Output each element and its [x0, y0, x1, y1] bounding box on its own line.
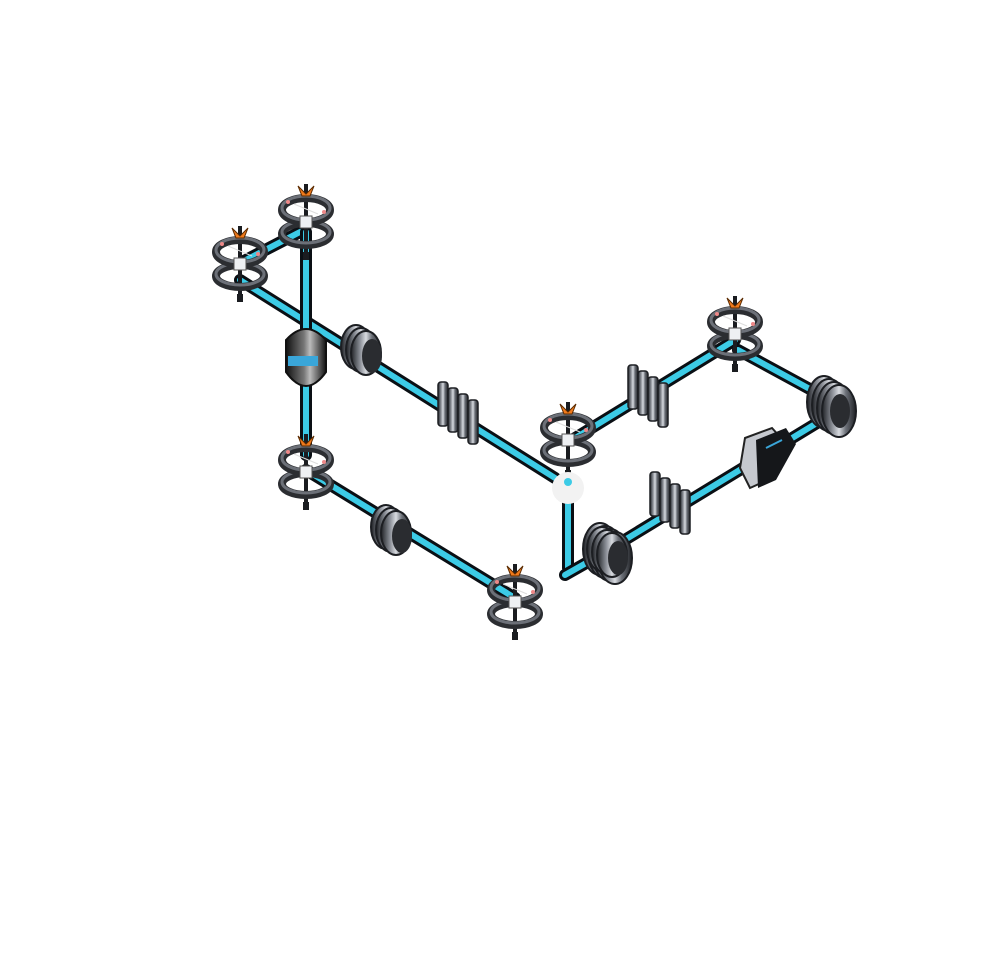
beam-segment — [594, 406, 841, 561]
expander-icon — [649, 471, 691, 535]
bending-mirror-icon — [212, 226, 268, 302]
junction-highlight — [552, 472, 584, 504]
expander-icon — [437, 381, 479, 445]
nozzle-icon — [738, 426, 796, 490]
lens-icon — [806, 375, 857, 438]
lens-icon — [370, 504, 412, 556]
lens-icon — [586, 526, 628, 578]
bending-mirror-icon — [278, 184, 334, 260]
beam-port-icon — [564, 478, 572, 486]
bending-mirror-icon — [540, 402, 596, 478]
beam-segment — [234, 274, 561, 484]
bending-mirror-icon — [487, 564, 543, 640]
optical-components — [212, 184, 857, 640]
laser-head-icon — [285, 328, 327, 387]
beam-paths — [234, 226, 841, 604]
lens-icon — [340, 324, 382, 376]
beam-segment — [236, 226, 306, 268]
bending-mirror-icon — [278, 434, 334, 510]
bending-mirror-icon — [707, 296, 763, 372]
expander-icon — [627, 364, 669, 428]
